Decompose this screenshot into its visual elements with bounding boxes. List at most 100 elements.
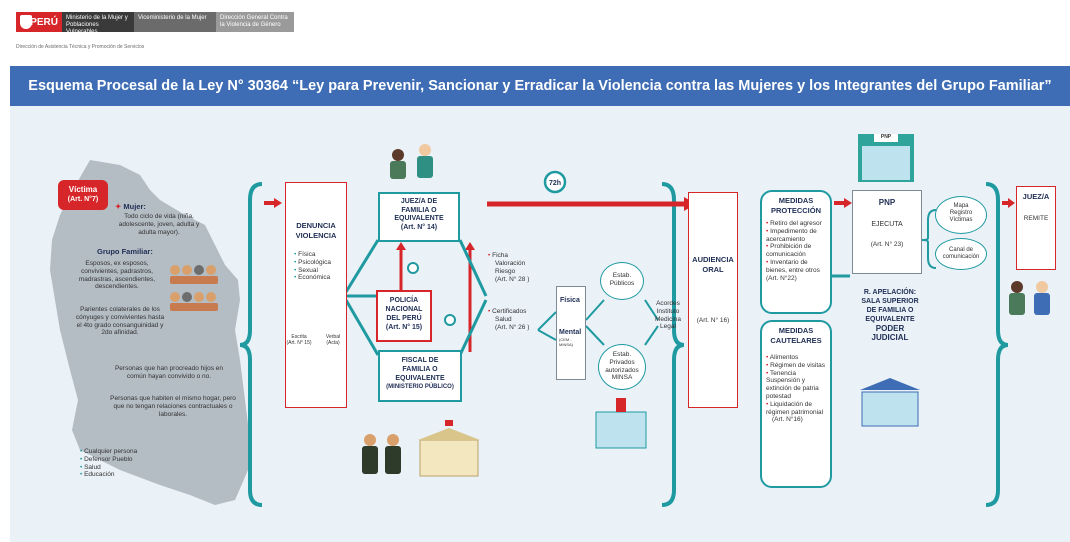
apelacion-text: R. APELACIÓN: SALA SUPERIOR DE FAMILIA O… — [852, 288, 928, 342]
shield-icon — [20, 15, 32, 29]
police-station-icon — [858, 134, 914, 182]
fiscal-text: FISCAL DE FAMILIA O EQUIVALENTE (MINISTE… — [380, 356, 460, 392]
certificados-lines: Salud (Art. N° 26 ) — [495, 316, 529, 332]
clock-icon — [543, 170, 567, 194]
canal-l1: Canal de — [948, 247, 974, 253]
audiencia-l1: AUDIENCIA — [692, 255, 734, 264]
peru-logo-text: PERÚ — [30, 16, 58, 28]
apelacion-l6: JUDICIAL — [871, 333, 909, 342]
grupo-item-3: Personas que han procreado hijos en comú… — [114, 365, 224, 380]
medidas-proteccion-title: MEDIDAS PROTECCIÓN — [762, 196, 830, 216]
apelacion-l4: EQUIVALENTE — [865, 316, 915, 323]
ficha-l3: Riesgo — [495, 267, 516, 275]
bottom-list-item: Defensor Pueblo — [80, 456, 137, 464]
certificados-text: Certificados — [488, 308, 526, 316]
ficha-l1: Ficha — [492, 252, 508, 259]
acordes-l1: Acordes — [656, 300, 680, 307]
victima-art: (Art. N°7) — [67, 196, 99, 203]
escrita-text: Escrita — [291, 334, 307, 340]
jueza-remite: REMITE — [1023, 214, 1049, 222]
medidas-cautelares-t1: MEDIDAS — [778, 326, 814, 335]
denuncia-type: Psicológica — [294, 259, 346, 267]
denuncia-title-line2: VIOLENCIA — [295, 231, 337, 240]
mapa-l2: Registro — [949, 210, 973, 216]
estab-privados-l1: Estab. — [612, 351, 632, 358]
estab-publicos-box: Estab. Públicos — [600, 262, 644, 300]
mapa-bubble: Mapa Registro Víctimas — [935, 196, 987, 234]
verbal-art: (Acta) — [326, 340, 340, 346]
policia-box: POLICÍA NACIONAL DEL PERÚ (Art. N° 15) — [376, 290, 432, 342]
people-icon-juez — [390, 144, 433, 179]
denuncia-title-line1: DENUNCIA — [296, 221, 336, 230]
clock-label: 72h — [549, 180, 561, 187]
juez-line2: FAMILIA O — [401, 206, 437, 214]
vice-ministry-label: Viceministerio de la Mujer — [134, 12, 216, 32]
medida-item: Prohibición de comunicación — [766, 243, 828, 259]
denuncia-type: Física — [294, 251, 346, 259]
mujer-title-text: Mujer: — [123, 202, 146, 211]
medidas-proteccion-t2: PROTECCIÓN — [770, 206, 821, 215]
hospital-icon — [595, 398, 647, 449]
audiencia-art: (Art. N° 16) — [696, 317, 730, 324]
grupo-item-1: Esposos, ex esposos, convivientes, padra… — [78, 260, 156, 291]
grupo-item-2: Parientes colaterales de los cónyuges y … — [75, 306, 165, 337]
fiscal-line4: (MINISTERIO PÚBLICO) — [386, 384, 454, 390]
canal-l2: comunicación — [942, 254, 980, 260]
policia-line3: DEL PERÚ — [386, 315, 422, 322]
acordes-text: Acordes Instituto Medicina Legal — [650, 300, 686, 331]
pnp-box: PNP EJECUTA (Art. N° 23) — [852, 190, 922, 274]
cautelar-item: Alimentos — [766, 354, 828, 362]
pnp-ejecuta: EJECUTA — [871, 220, 903, 228]
juez-art: (Art. N° 14) — [400, 223, 438, 231]
cautelar-item: Régimen de visitas — [766, 362, 828, 370]
cautelar-item: Liquidación de régimen patrimonial — [766, 401, 828, 417]
arrow-fiscal-to-juez-head — [465, 242, 475, 250]
cautelar-art: (Art. N°16) — [772, 416, 803, 424]
ficha-l4: (Art. N° 28 ) — [495, 275, 530, 283]
mapa-l1: Mapa — [953, 203, 969, 209]
connector-estab — [585, 299, 659, 346]
peru-map-shape — [50, 160, 250, 505]
mujer-text: Todo ciclo de vida (niña, adolescente, j… — [118, 213, 200, 236]
ficha-l2: Valoración — [495, 260, 526, 267]
medida-item: Inventario de bienes, entre otros (Art. … — [766, 259, 828, 282]
denuncia-box: DENUNCIA VIOLENCIA Física Psicológica Se… — [285, 182, 347, 408]
header-bar — [0, 0, 1070, 66]
bottom-list-item: Cualquier persona — [80, 448, 137, 456]
connector-certificados-exams — [537, 311, 557, 341]
ficha-lines: Valoración Riesgo (Art. N° 28 ) — [495, 260, 545, 283]
juez-line3: EQUIVALENTE — [394, 215, 444, 222]
pnp-art: (Art. N° 23) — [870, 240, 904, 248]
medidas-proteccion-t1: MEDIDAS — [778, 196, 814, 205]
policia-line2: NACIONAL — [385, 306, 423, 313]
bottom-list-item: Salud — [80, 464, 137, 472]
connector-denuncia-juez — [344, 239, 380, 293]
medidas-proteccion-list: Retiro del agresor Impedimento de acerca… — [766, 220, 828, 282]
bottom-list-item: Educación — [80, 471, 137, 479]
estab-publicos-l1: Estab. — [612, 272, 632, 279]
fiscal-line2: FAMILIA O — [402, 366, 438, 373]
fisica-label: Física — [560, 297, 580, 304]
verbal-text: Verbal — [325, 334, 341, 340]
victima-badge: Víctima (Art. N°7) — [58, 180, 108, 210]
bottom-list: Cualquier persona Defensor Pueblo Salud … — [80, 448, 137, 479]
canal-bubble: Canal de comunicación — [935, 238, 987, 270]
cautelar-item: Tenencia Suspensión y extinción de patri… — [766, 370, 828, 401]
medida-item: Impedimento de acercamiento — [766, 228, 828, 244]
apelacion-l3: DE FAMILIA O — [866, 307, 914, 314]
verbal-label: Verbal (Acta) — [320, 334, 346, 346]
estab-privados-box: Estab. Privados autorizados MINSA — [598, 344, 646, 390]
medidas-cautelares-title: MEDIDAS CAUTELARES — [762, 326, 830, 346]
police-icon — [362, 434, 401, 474]
fiscal-box: FISCAL DE FAMILIA O EQUIVALENTE (MINISTE… — [378, 350, 462, 402]
medidas-cautelares-t2: CAUTELARES — [770, 336, 822, 345]
acordes-l4: Legal — [660, 323, 676, 331]
arrow-to-jueza-head — [1008, 198, 1015, 208]
policia-art: (Art. N° 15) — [385, 324, 423, 331]
denuncia-type: Económica — [294, 274, 346, 282]
estab-publicos-l2: Públicos — [609, 279, 635, 287]
juez-text: JUEZ/A DE FAMILIA O EQUIVALENTE (Art. N°… — [380, 198, 458, 232]
court-building-icon — [860, 378, 920, 427]
estab-privados-l4: MINSA — [611, 374, 633, 382]
denuncia-type: Sexual — [294, 267, 346, 275]
